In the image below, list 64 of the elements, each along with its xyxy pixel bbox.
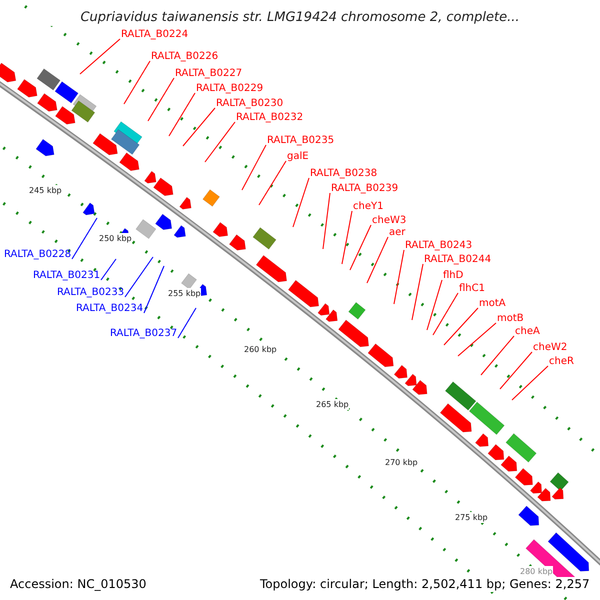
scale-label: 280 kbp <box>520 566 553 577</box>
gene-label: RALTA_B0239 <box>331 183 398 195</box>
leader-line <box>412 264 424 320</box>
leader-line <box>432 292 458 336</box>
scale-label: 270 kbp <box>385 457 418 468</box>
leader-line <box>258 160 286 206</box>
leader-line <box>350 224 372 270</box>
gene-label: cheW3 <box>372 215 406 227</box>
gene-label: cheA <box>515 326 540 338</box>
gene-label: RALTA_B0237 <box>110 328 178 340</box>
gene-label: cheW2 <box>533 342 568 354</box>
leader-line <box>182 108 216 146</box>
scale-label: 275 kbp <box>455 512 488 523</box>
scale-label: 245 kbp <box>29 185 62 196</box>
leader-line <box>148 78 174 122</box>
leader-line <box>426 280 442 330</box>
gene-label: motB <box>497 313 524 325</box>
leader-line <box>322 192 330 250</box>
leader-line <box>512 366 548 400</box>
gene-label: RALTA_B0229 <box>196 83 264 95</box>
leader-line <box>366 236 388 284</box>
gene-label: flhD <box>443 270 464 282</box>
leader-line <box>444 308 478 346</box>
gene-label: cheR <box>549 356 574 368</box>
map-info-text: Accession: NC_010530 <box>10 577 146 592</box>
leader-line <box>80 38 120 74</box>
gene-label: RALTA_B0233 <box>57 287 124 299</box>
gene-label: RALTA_B0235 <box>267 135 334 147</box>
leader-line <box>168 92 196 136</box>
gene-label: RALTA_B0238 <box>310 168 378 180</box>
leader-line <box>100 258 116 280</box>
gene-label: RALTA_B0228 <box>4 249 72 261</box>
leader-line <box>178 308 196 338</box>
gene-label: galE <box>287 151 309 163</box>
leader-line <box>124 60 150 104</box>
leader-line <box>342 210 352 264</box>
leader-line <box>144 266 164 314</box>
gene-label: RALTA_B0244 <box>424 254 492 266</box>
leader-line <box>292 178 310 228</box>
gene-label: aer <box>389 227 406 239</box>
leader-line <box>72 218 98 260</box>
leader-line <box>394 250 404 304</box>
gene-label: RALTA_B0231 <box>33 270 100 282</box>
leader-line <box>242 144 266 190</box>
scale-label: 250 kbp <box>99 233 132 244</box>
leader-line <box>124 256 154 298</box>
gene-label: RALTA_B0230 <box>216 98 284 110</box>
gene-label: RALTA_B0224 <box>121 29 188 41</box>
leader-line <box>480 336 514 376</box>
gene-label: RALTA_B0232 <box>236 112 304 124</box>
scale-label: 255 kbp <box>168 288 201 299</box>
gene-label: motA <box>479 298 506 310</box>
map-info-text: Topology: circular; Length: 2,502,411 bp; Genes: 2,257 <box>260 577 590 592</box>
gene-label: RALTA_B0243 <box>405 240 472 252</box>
gene-label: RALTA_B0234 <box>76 303 144 315</box>
leader-line <box>204 122 236 162</box>
leader-line <box>458 322 496 356</box>
leader-line <box>500 352 532 390</box>
scale-label: 265 kbp <box>316 399 349 410</box>
scale-label: 260 kbp <box>244 344 277 355</box>
gene-label: cheY1 <box>353 201 384 213</box>
gene-label: flhC1 <box>459 283 485 295</box>
gene-label: RALTA_B0227 <box>175 68 242 80</box>
gene-label: RALTA_B0226 <box>151 51 218 63</box>
